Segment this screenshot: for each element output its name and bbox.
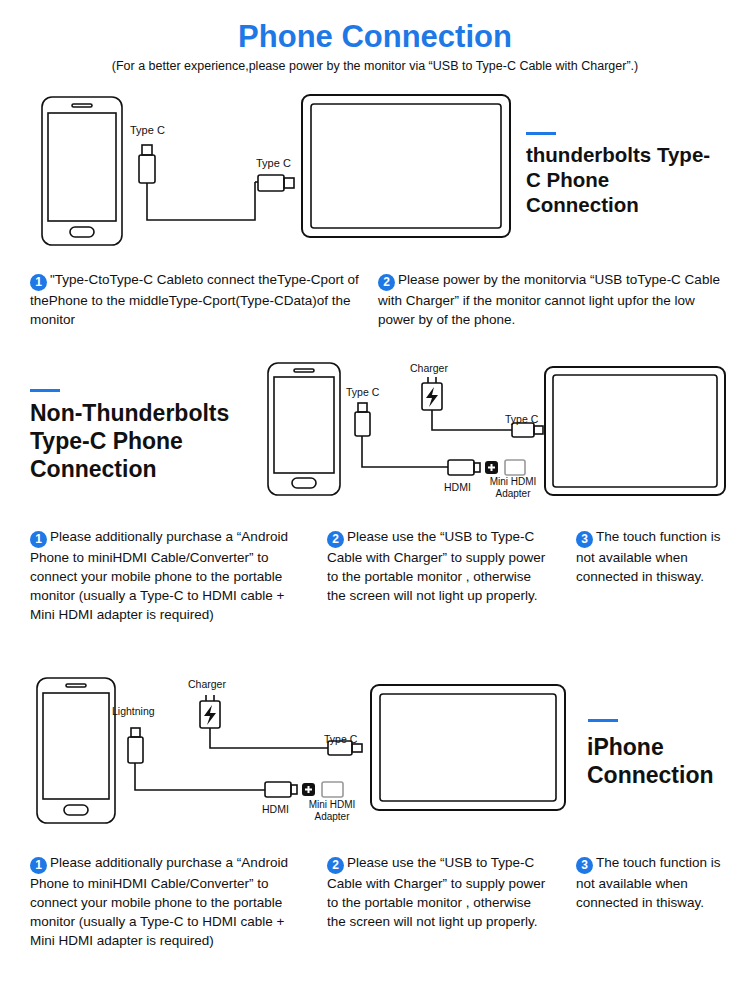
section-heading: iPhone Connection (587, 733, 747, 789)
note-box: 3The touch function is not available whe… (576, 853, 736, 912)
note-box: 3The touch function is not available whe… (576, 527, 736, 586)
connector-label: Type C (346, 386, 406, 398)
connector-label: Type C (256, 157, 316, 170)
diagram-title: Phone Connection (0, 18, 750, 57)
note-text: "Type-CtoType-C Cableto connect theType-… (30, 272, 359, 327)
callout-number: 1 (30, 857, 47, 874)
connector-label: Mini HDMI Adapter (304, 799, 360, 822)
phone-figure (37, 678, 115, 823)
connector-label: Type C (130, 124, 190, 137)
callout-number: 3 (576, 857, 593, 874)
section-heading: Non-Thunderbolts Type-C Phone Connection (30, 399, 266, 483)
mini-hdmi-adapter (322, 782, 343, 797)
connector-label: HDMI (262, 803, 302, 815)
note-box: 1Please additionally purchase a “Android… (30, 853, 302, 950)
bolt-symbol (426, 387, 438, 407)
note-box: 1"Type-CtoType-C Cableto connect theType… (30, 270, 360, 329)
note-text: Please additionally purchase a “Android … (30, 529, 288, 622)
lightning-cable (128, 728, 297, 797)
callout-number: 1 (30, 274, 47, 291)
note-box: 1Please additionally purchase a “Android… (30, 527, 302, 624)
charger-cable (200, 695, 362, 755)
note-box: 2Please use the “USB to Type-C Cable wit… (327, 853, 552, 931)
charger-cable (422, 377, 543, 437)
section-heading: thunderbolts Type-C Phone Connection (526, 142, 716, 217)
monitor-figure (302, 95, 510, 237)
callout-number: 2 (327, 857, 344, 874)
phone-figure (42, 97, 122, 245)
note-box: 2Please power by the monitorvia “USB toT… (378, 270, 723, 329)
note-text: Please power by the monitorvia “USB toTy… (378, 272, 720, 327)
mini-hdmi-adapter (505, 460, 525, 475)
plus-icon (302, 461, 498, 796)
connector-label: Charger (410, 362, 470, 374)
type-c-cable (355, 403, 480, 475)
monitor-figure (545, 367, 725, 495)
connector-label: Mini HDMI Adapter (485, 476, 541, 499)
note-text: Please use the “USB to Type-C Cable with… (327, 855, 545, 929)
note-text: The touch function is not available when… (576, 529, 721, 584)
callout-number: 2 (378, 274, 395, 291)
phone-figure (268, 363, 340, 495)
callout-number: 1 (30, 531, 47, 548)
monitor-figure (371, 685, 565, 810)
note-text: Please use the “USB to Type-C Cable with… (327, 529, 545, 603)
connector-label: Charger (188, 678, 248, 690)
callout-number: 3 (576, 531, 593, 548)
note-text: The touch function is not available when… (576, 855, 721, 910)
connector-label: Lightning (112, 705, 182, 717)
subtitle: (For a better experience,please power by… (0, 59, 750, 75)
bolt-symbol (204, 705, 216, 725)
heading-dash (30, 132, 618, 722)
connector-label: Type C (505, 413, 565, 425)
connector-label: HDMI (444, 481, 484, 493)
note-text: Please additionally purchase a “Android … (30, 855, 288, 948)
type-c-cable (139, 145, 294, 220)
callout-number: 2 (327, 531, 344, 548)
connector-label: Type C (324, 733, 384, 745)
note-box: 2Please use the “USB to Type-C Cable wit… (327, 527, 552, 605)
